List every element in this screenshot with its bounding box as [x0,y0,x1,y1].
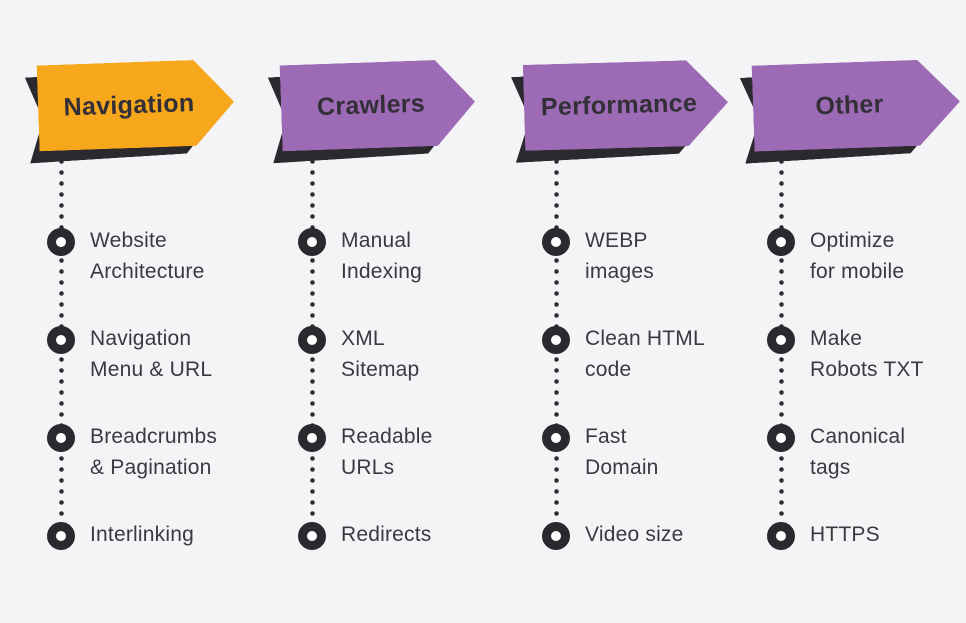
list-item: Manual Indexing [298,228,422,287]
banner-face: Performance [523,59,729,151]
item-label: Manual Indexing [341,229,422,283]
item-label: Make Robots TXT [810,327,924,381]
column-other: Other Optimize for mobile Make Robots TX… [753,62,966,602]
list-item: Interlinking [47,522,194,550]
item-label: Interlinking [90,523,194,546]
item-label: Clean HTML code [585,327,705,381]
item-label: WEBP images [585,229,654,283]
donut-bullet-icon [767,522,795,550]
list-item: WEBP images [542,228,654,287]
category-banner-other: Other [752,58,962,151]
donut-bullet-icon [767,424,795,452]
banner-label: Other [814,89,885,120]
banner-face: Navigation [37,59,236,152]
item-label: Redirects [341,523,432,546]
category-banner-crawlers: Crawlers [280,59,477,152]
list-item: Redirects [298,522,432,550]
column-performance: Performance WEBP images Clean HTML code … [524,62,760,602]
list-item: Website Architecture [47,228,204,287]
donut-bullet-icon [767,326,795,354]
item-label: XML Sitemap [341,327,420,381]
column-crawlers: Crawlers Manual Indexing XML Sitemap Rea… [281,62,524,602]
donut-bullet-icon [47,326,75,354]
banner-face: Crawlers [280,59,477,152]
item-label: Navigation Menu & URL [90,327,213,381]
banner-label: Navigation [63,88,195,122]
banner-label: Performance [540,88,698,121]
category-banner-performance: Performance [523,59,729,151]
item-label: Website Architecture [90,229,205,283]
list-item: Video size [542,522,684,550]
donut-bullet-icon [47,522,75,550]
item-label: Breadcrumbs & Pagination [90,425,218,479]
donut-bullet-icon [298,424,326,452]
donut-bullet-icon [47,424,75,452]
list-item: Canonical tags [767,424,905,483]
donut-bullet-icon [298,522,326,550]
banner-label: Crawlers [316,88,426,121]
donut-bullet-icon [767,228,795,256]
list-item: Clean HTML code [542,326,705,385]
list-item: Make Robots TXT [767,326,924,385]
item-label: Optimize for mobile [810,229,905,283]
list-item: Optimize for mobile [767,228,904,287]
donut-bullet-icon [542,228,570,256]
column-navigation: Navigation Website Architecture Navigati… [38,62,284,602]
donut-bullet-icon [47,228,75,256]
category-banner-navigation: Navigation [37,59,236,152]
donut-bullet-icon [542,424,570,452]
list-item: Readable URLs [298,424,433,483]
list-item: Fast Domain [542,424,659,483]
item-label: Canonical tags [810,425,906,479]
donut-bullet-icon [542,326,570,354]
donut-bullet-icon [298,228,326,256]
donut-bullet-icon [542,522,570,550]
list-item: XML Sitemap [298,326,419,385]
item-label: HTTPS [810,523,880,546]
item-label: Readable URLs [341,425,433,479]
list-item: Breadcrumbs & Pagination [47,424,217,483]
list-item: Navigation Menu & URL [47,326,212,385]
item-label: Fast Domain [585,425,659,479]
donut-bullet-icon [298,326,326,354]
list-item: HTTPS [767,522,880,550]
banner-face: Other [752,58,962,151]
item-label: Video size [585,523,684,546]
